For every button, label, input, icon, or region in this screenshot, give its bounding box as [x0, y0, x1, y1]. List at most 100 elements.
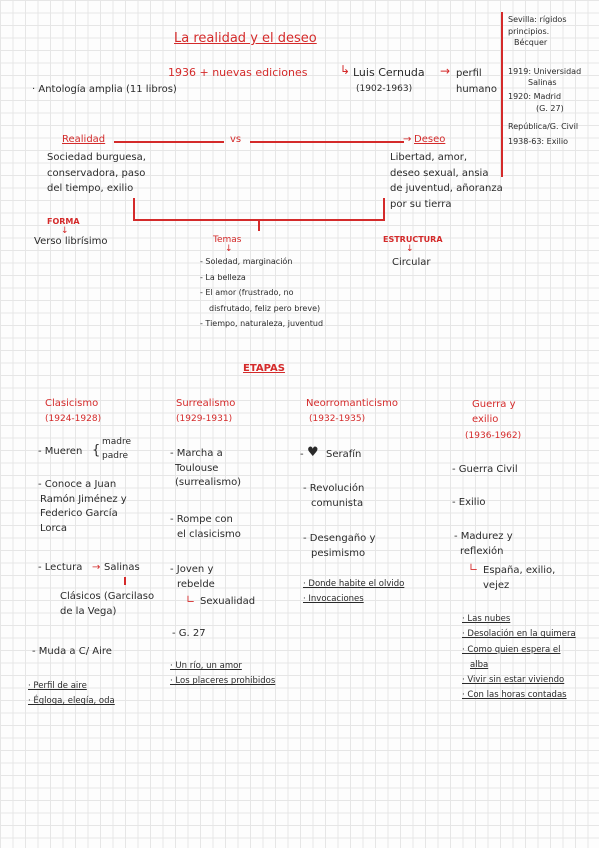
connector-line: [114, 141, 224, 143]
text-line: - Lectura: [38, 562, 83, 573]
bio-line: Bécquer: [514, 38, 548, 48]
neorromanticismo-dates: (1932-1935): [309, 414, 366, 424]
bio-line: 1920: Madrid: [508, 91, 562, 101]
arrow-icon: ↳: [340, 63, 351, 77]
text-line: Sociedad burguesa,: [47, 152, 146, 163]
text-line: de juventud, añoranza: [390, 183, 503, 194]
surrealismo-title: Surrealismo: [176, 398, 236, 409]
text-line: comunista: [311, 497, 364, 509]
book-title: · Con las horas contadas: [462, 690, 567, 701]
text-line: Clásicos (Garcilaso: [60, 591, 155, 602]
text-line: Serafín: [326, 449, 362, 460]
neorromanticismo-desengano: - Desengaño y pesimismo: [303, 532, 443, 561]
text-line: - Rompe con: [170, 514, 233, 525]
bio-line: Sevilla: rígidos: [508, 15, 567, 24]
realidad-label: Realidad: [62, 134, 106, 145]
surrealismo-joven: - Joven y rebelde: [170, 563, 300, 592]
broken-heart-icon: ♥: [307, 445, 319, 460]
text-line: padre: [102, 451, 128, 461]
text-line: - Guerra Civil: [452, 464, 518, 475]
text-line: conservadora, paso: [47, 167, 146, 179]
list-item: disfrutado, feliz pero breve): [209, 303, 321, 313]
book-title: · Un río, un amor: [170, 661, 242, 671]
text-line: reflexión: [460, 545, 504, 557]
bio-line: República/G. Civil: [508, 122, 579, 132]
text-line: Federico García: [40, 508, 118, 519]
forma-label: FORMA: [47, 217, 80, 226]
text-line: - Conoce a Juan: [38, 479, 117, 490]
neorromanticismo-title: Neorromanticismo: [306, 398, 398, 409]
realidad-description: Sociedad burguesa, conservadora, paso de…: [47, 150, 197, 197]
text-line: España, exilio,: [483, 565, 556, 576]
clasicismo-books: · Perfil de aire · Égloga, elegía, oda: [28, 679, 168, 710]
surrealismo-dates: (1929-1931): [176, 414, 233, 424]
arrow-down-icon: ↓: [61, 226, 69, 236]
guerra-madurez: - Madurez y reflexión: [454, 530, 594, 559]
bio-line: principios.: [508, 26, 550, 36]
text-line: el clasicismo: [177, 528, 241, 540]
etapas-title: ETAPAS: [243, 363, 285, 374]
bio-line: 1938-63: Exilio: [508, 136, 569, 146]
anthology-note: · Antología amplia (11 libros): [32, 84, 177, 95]
bracket-line: [133, 198, 135, 220]
arrow-down-icon: ↓: [406, 244, 414, 254]
bio-line: Salinas: [528, 78, 557, 88]
book-title: · Vivir sin estar viviendo: [462, 675, 565, 686]
deseo-label: Deseo: [414, 134, 446, 145]
clasicismo-conoce: - Conoce a Juan Ramón Jiménez y Federico…: [38, 478, 168, 536]
text-line: por su tierra: [390, 198, 452, 210]
text-line: exilio: [472, 413, 499, 425]
text-line: - G. 27: [172, 628, 206, 639]
list-item: - El amor (frustrado, no: [200, 288, 294, 298]
brace-icon: {: [92, 443, 101, 458]
text-line: - Mueren: [38, 446, 83, 457]
arrow-right-icon: →: [440, 64, 451, 78]
book-title: · Como quien espera el: [462, 644, 561, 655]
list-item: - Soledad, marginación: [200, 257, 293, 266]
clasicismo-title: Clasicismo: [45, 398, 99, 409]
book-title: alba: [470, 659, 489, 670]
bracket-line: [383, 198, 385, 220]
list-item: - Tiempo, naturaleza, juventud: [200, 319, 324, 329]
temas-label: Temas: [213, 235, 242, 245]
bio-divider: [501, 12, 503, 177]
editions-note: 1936 + nuevas ediciones: [168, 66, 308, 79]
book-title: · Las nubes: [462, 614, 511, 624]
deseo-description: Libertad, amor, deseo sexual, ansia de j…: [390, 150, 540, 212]
text-line: rebelde: [177, 578, 215, 590]
book-title: · Égloga, elegía, oda: [28, 696, 115, 707]
neorromanticismo-revolucion: - Revolución comunista: [303, 482, 443, 511]
text-line: madre: [102, 437, 132, 447]
text-line: - Muda a C/ Aire: [32, 646, 112, 657]
estructura-value: Circular: [392, 257, 431, 268]
book-title: · Los placeres prohibidos: [170, 676, 276, 687]
perfil-label: perfil: [456, 68, 482, 79]
bio-line: 1919: Universidad: [508, 66, 582, 76]
vs-label: vs: [230, 134, 242, 145]
neorromanticismo-books: · Donde habite el olvido · Invocaciones: [303, 577, 453, 608]
text-line: del tiempo, exilio: [47, 183, 134, 194]
guerra-books: · Las nubes · Desolación en la quimera ·…: [462, 612, 597, 704]
bio-list: Sevilla: rígidos principios. Bécquer 191…: [508, 14, 598, 147]
perfil-humano: humano: [456, 84, 498, 95]
arrow-icon: ∟: [186, 593, 196, 606]
book-title: · Donde habite el olvido: [303, 579, 405, 589]
text-line: Ramón Jiménez y: [40, 493, 127, 505]
surrealismo-marcha: - Marcha a Toulouse (surrealismo): [170, 447, 300, 491]
surrealismo-rompe: - Rompe con el clasicismo: [170, 513, 300, 542]
text-line: Guerra y: [472, 399, 516, 410]
text-line: Lorca: [40, 522, 68, 534]
guerra-dates: (1936-1962): [465, 431, 522, 441]
author-name: Luis Cernuda: [353, 66, 425, 79]
text-line: vejez: [483, 579, 510, 591]
book-title: · Desolación en la quimera: [462, 629, 576, 640]
temas-list: - Soledad, marginación - La belleza - El…: [200, 254, 370, 332]
text-line: pesimismo: [311, 547, 366, 559]
dash: -: [300, 449, 304, 460]
forma-value: Verso librísimo: [34, 236, 108, 247]
bio-line: (G. 27): [536, 103, 564, 113]
guerra-espana: España, exilio, vejez: [483, 564, 593, 593]
text-line: - Madurez y: [454, 531, 513, 542]
author-dates: (1902-1963): [356, 84, 413, 94]
text-line: - Revolución: [303, 483, 365, 494]
